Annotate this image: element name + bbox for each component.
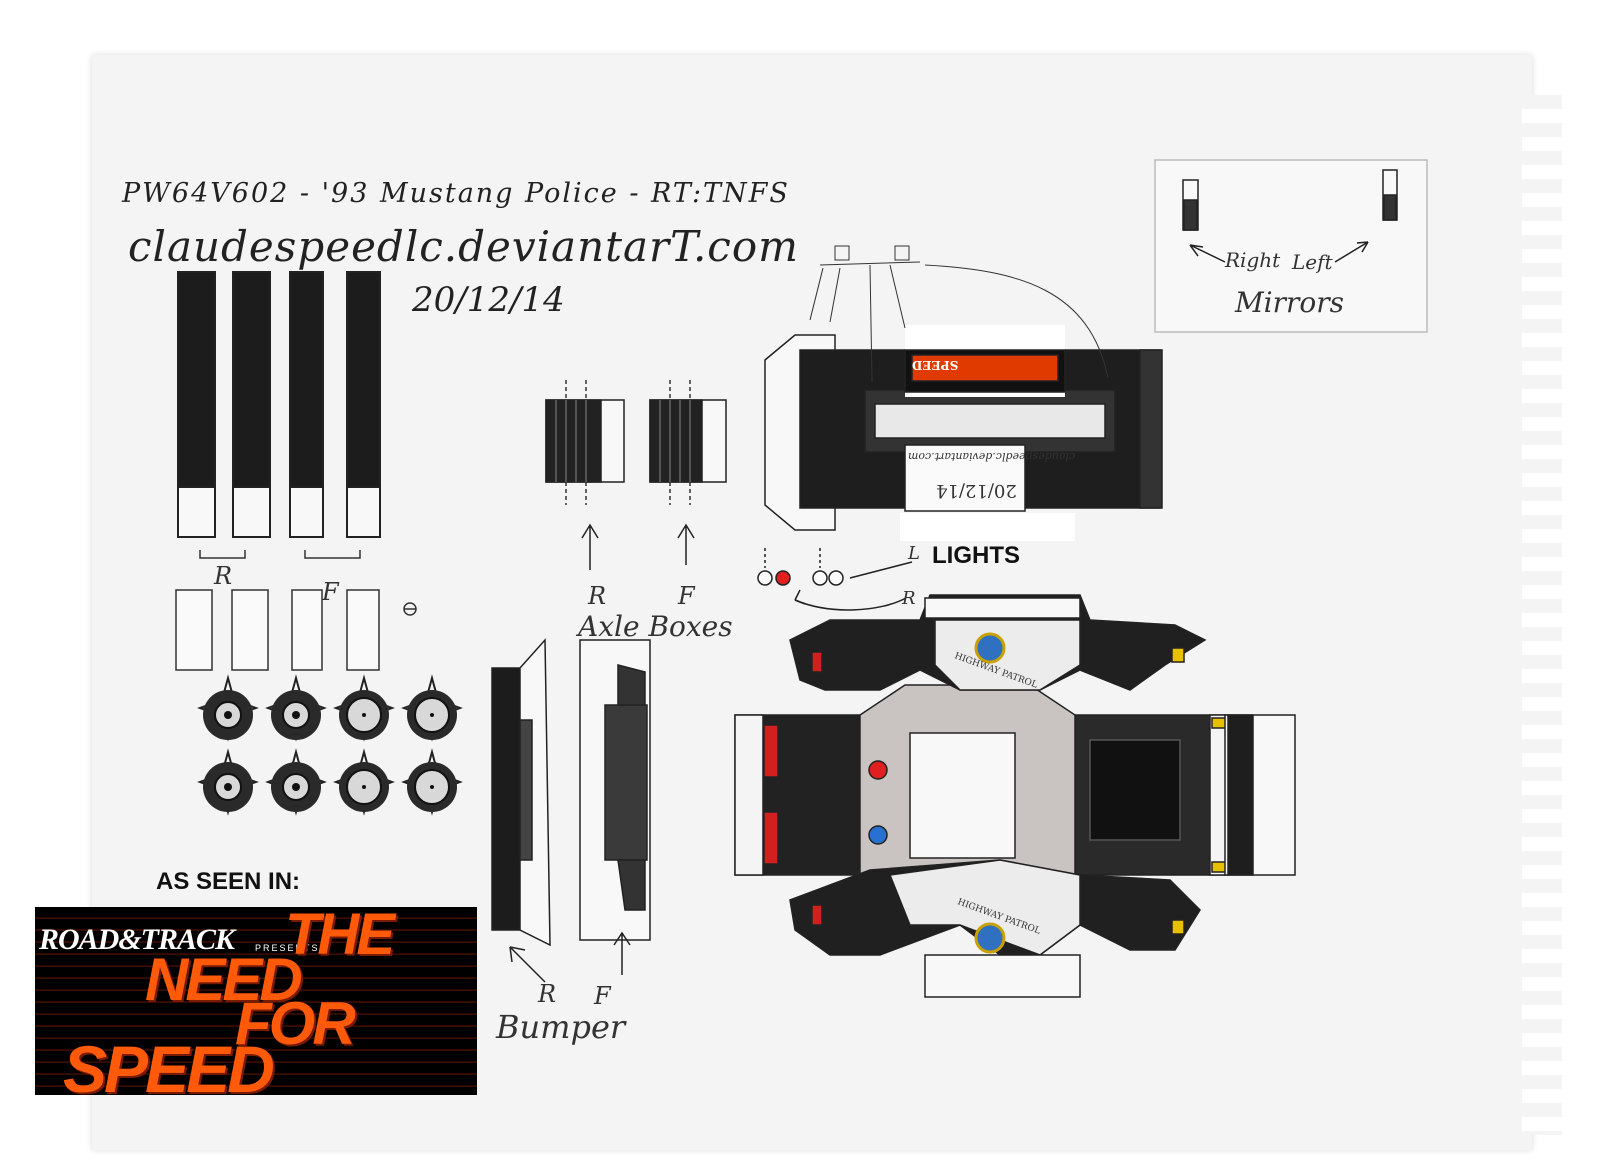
mirrors-label: Mirrors: [1235, 286, 1345, 319]
wheels: [197, 674, 463, 816]
chassis-site-text: claudespeedlc.deviantart.com: [908, 450, 1076, 463]
nfs-logo: ROAD&TRACK PRESENTS THE NEED FOR SPEED: [35, 907, 477, 1095]
bumper-label: Bumper: [496, 1008, 626, 1046]
glue-icon: [403, 602, 417, 616]
mirror-left-label: Left: [1292, 250, 1333, 274]
rim-strips: [175, 589, 380, 671]
chassis: [764, 245, 1163, 541]
logo-speed: SPEED: [63, 1032, 275, 1095]
star-badge-icon: [974, 632, 1006, 954]
logo-need: NEED: [145, 946, 303, 1013]
author-url: claudespeedlc.deviantarT.com: [128, 222, 799, 271]
axle-rear-label: R: [588, 582, 607, 610]
chassis-logo-text: SPEED: [912, 358, 959, 372]
axle-front-label: F: [678, 582, 695, 610]
car-body-net: [734, 594, 1296, 998]
lights-left-label: L: [908, 543, 920, 564]
logo-for: FOR: [235, 990, 356, 1057]
bumpers: [491, 638, 651, 983]
lights: [757, 548, 913, 611]
logo-presents: PRESENTS: [255, 943, 320, 953]
mirrors: [1154, 159, 1428, 333]
as-seen-in-heading: AS SEEN IN:: [156, 868, 301, 895]
lights-right-label: R: [902, 588, 916, 609]
axle-boxes-label: Axle Boxes: [578, 610, 733, 643]
axle-boxes: [545, 380, 727, 570]
tire-front-label: F: [322, 578, 339, 606]
tire-strip-brackets: [199, 550, 361, 559]
lights-heading: LIGHTS: [932, 542, 1020, 569]
torn-edge: [1522, 95, 1562, 1135]
model-title: PW64V602 - '93 Mustang Police - RT:TNFS: [122, 178, 790, 209]
tire-strips: [177, 271, 381, 538]
model-date: 20/12/14: [412, 280, 565, 320]
logo-the: THE: [285, 907, 395, 967]
logo-stripes: [35, 907, 477, 1095]
logo-road-track: ROAD&TRACK: [39, 923, 235, 956]
mirror-right-label: Right: [1225, 248, 1281, 272]
bumper-rear-label: R: [538, 980, 557, 1008]
chassis-date-text: 20/12/14: [936, 480, 1017, 501]
bumper-front-label: F: [594, 982, 611, 1010]
tire-rear-label: R: [214, 562, 233, 590]
